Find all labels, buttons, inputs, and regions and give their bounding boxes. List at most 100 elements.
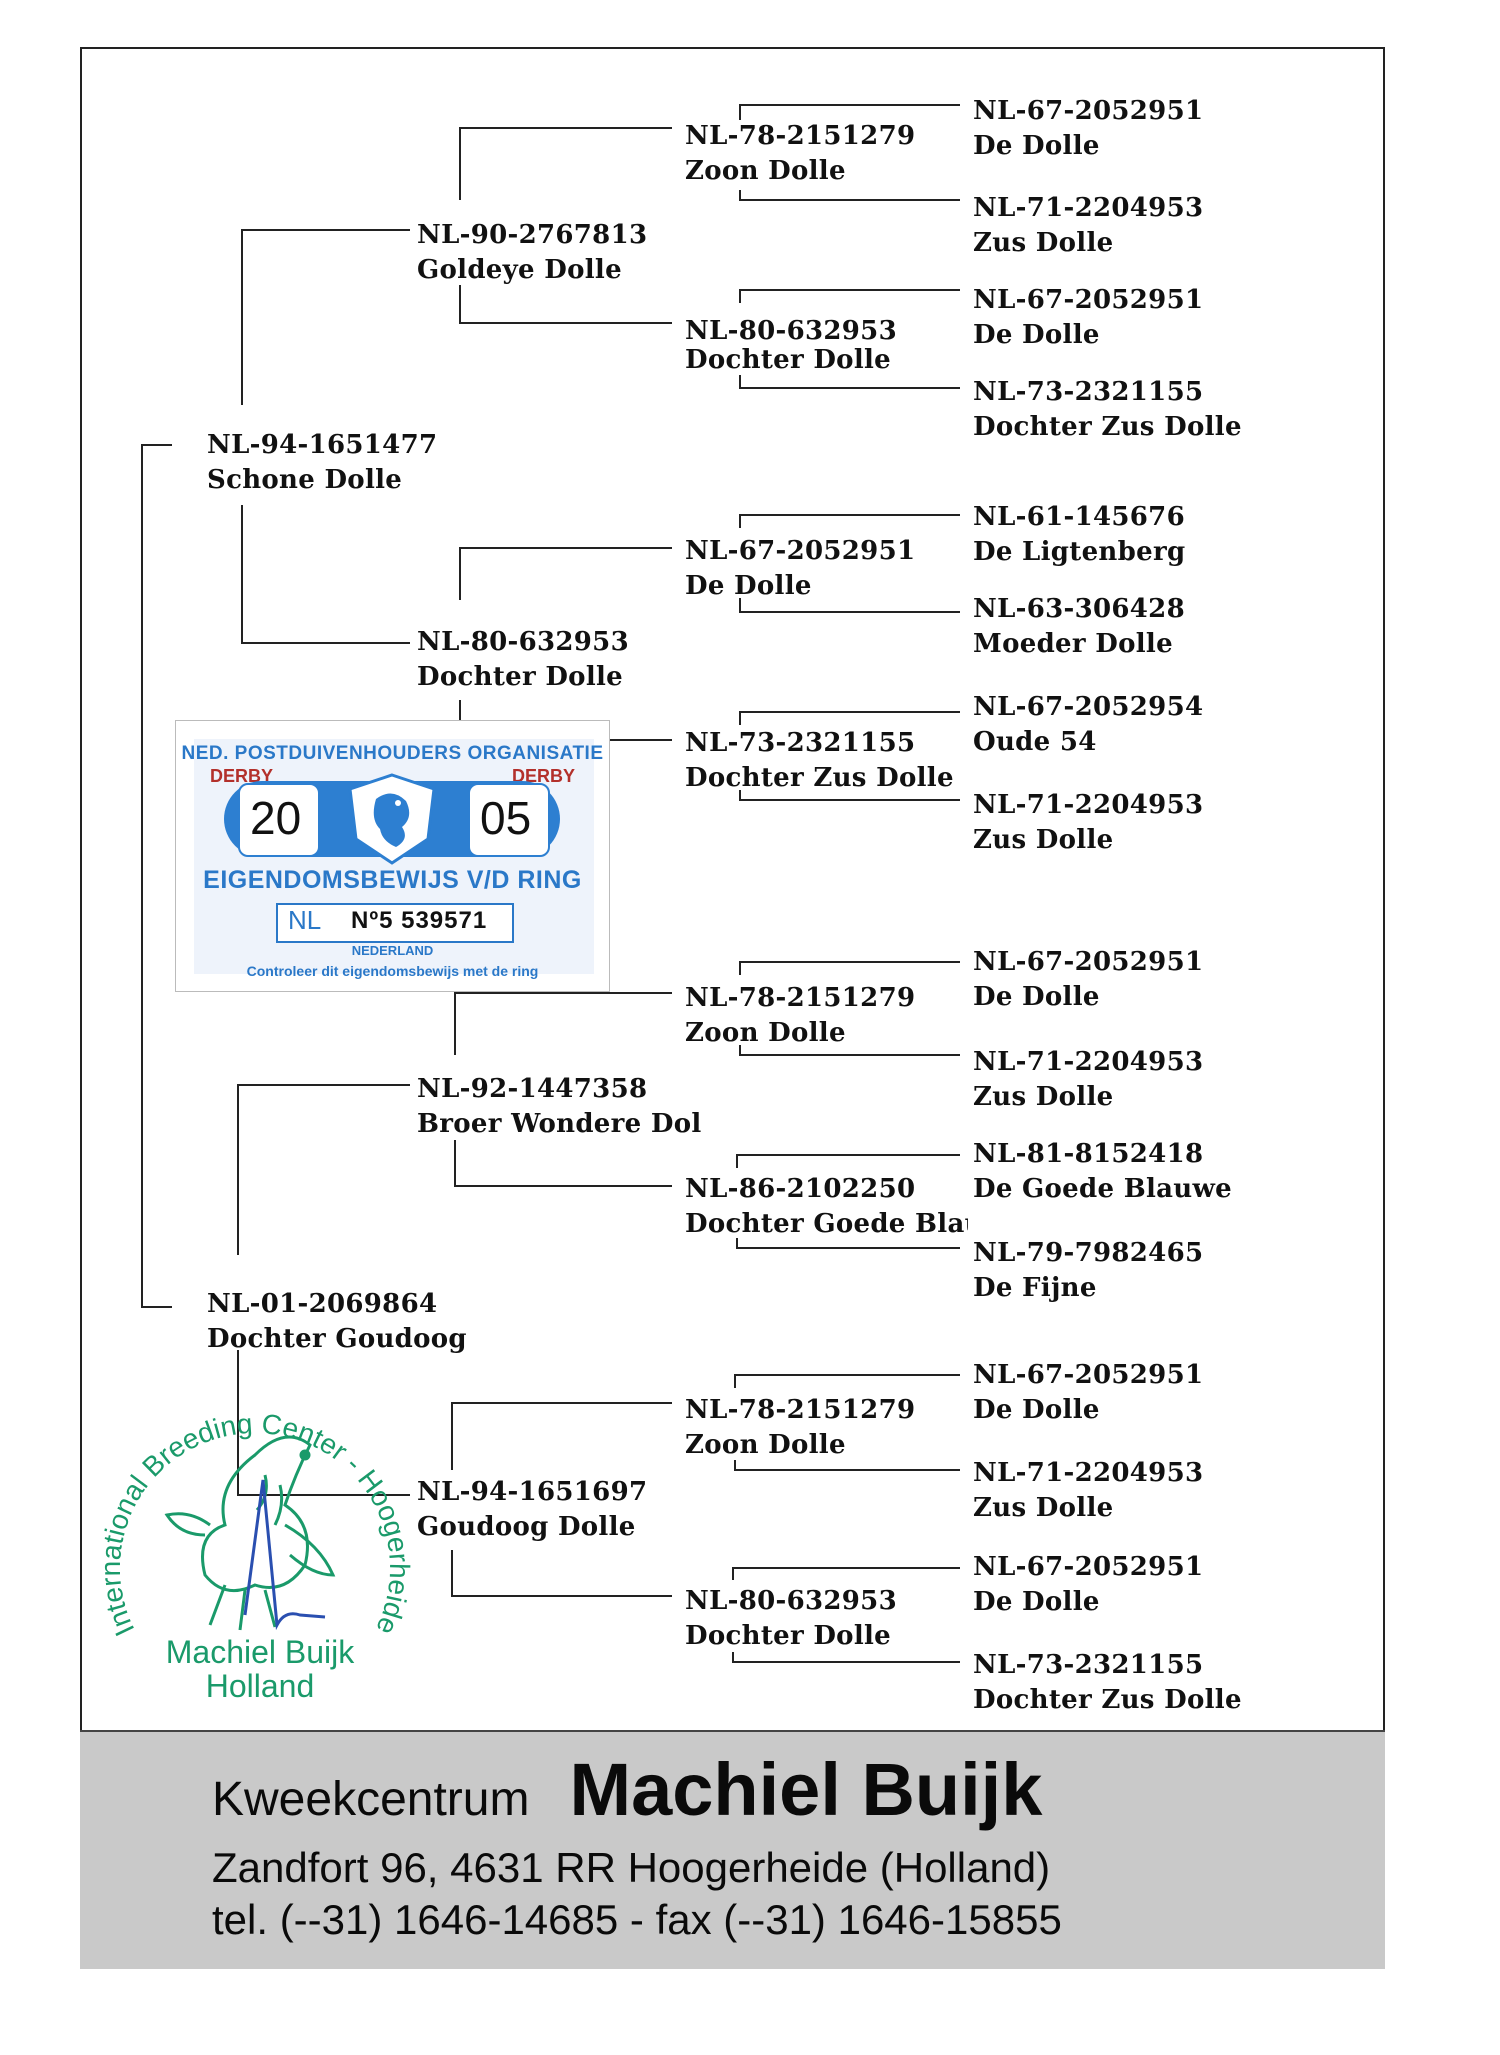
ring-number-box [276,903,514,943]
pigeon-name: Dochter Zus Dolle [685,763,954,793]
ring-number: NL-79-7982465 [973,1238,1204,1268]
pedigree-dam: NL-01-2069864 Dochter Goudoog [207,1287,467,1357]
ring-number: NL-67-2052954 [973,692,1204,722]
pedigree-gen4-node: NL-61-145676 De Ligtenberg [973,500,1185,570]
pigeon-name: De Dolle [973,320,1100,350]
ring-number: NL-67-2052951 [973,947,1204,977]
pigeon-name: Dochter Goede Blau [685,1209,968,1239]
pedigree-gen3-node: NL-86-2102250 Dochter Goede Blau [685,1172,968,1242]
footer-address: Zandfort 96, 4631 RR Hoogerheide (Hollan… [212,1844,1051,1891]
pedigree-gen4-node: NL-67-2052951 De Dolle [973,1358,1203,1428]
pedigree-gen3-node: NL-78-2151279 Zoon Dolle [685,981,915,1051]
pedigree-gen2-node: NL-80-632953 Dochter Dolle [417,625,629,695]
pedigree-gen4-node: NL-71-2204953 Zus Dolle [973,1045,1203,1115]
ring-number: NL-78-2151279 [685,983,916,1013]
ring-number: NL-78-2151279 [685,1395,916,1425]
ring-number: NL-80-632953 [417,627,629,657]
ring-number: NL-92-1447358 [417,1074,648,1104]
pedigree-gen4-node: NL-67-2052951 De Dolle [973,283,1203,353]
pigeon-name: Broer Wondere Dolle [417,1109,702,1139]
pedigree-gen4-node: NL-73-2321155 Dochter Zus Dolle [973,1648,1242,1718]
pigeon-name: Zoon Dolle [685,1430,846,1460]
ring-number: NL-67-2052951 [973,1360,1204,1390]
pedigree-gen4-node: NL-71-2204953 Zus Dolle [973,191,1203,261]
pigeon-name: Dochter Zus Dolle [973,412,1242,442]
pigeon-name: De Ligtenberg [973,537,1186,567]
certificate-country: NEDERLAND [351,943,434,958]
pigeon-name: Dochter Dolle [685,1621,892,1651]
ring-number: NL-71-2204953 [973,790,1204,820]
ring-number: NL-90-2767813 [417,220,648,250]
pigeon-name: De Fijne [973,1273,1097,1303]
certificate-instruction: Controleer dit eigendomsbewijs met de ri… [246,963,539,979]
certificate-organisation: NED. POSTDUIVENHOUDERS ORGANISATIE [181,743,604,764]
stamp-arc-text: International Breeding Center - Hoogerhe… [85,1385,415,1641]
pigeon-name: Oude 54 [973,727,1097,757]
pigeon-name: De Dolle [685,571,812,601]
lion-crest-icon [348,773,436,865]
pedigree-gen2-node: NL-94-1651697 Goudoog Dolle [417,1475,647,1545]
pedigree-gen3-node: NL-78-2151279 Zoon Dolle [685,119,915,189]
pigeon-name: Zus Dolle [973,228,1114,258]
eagle-icon [164,1435,336,1631]
pedigree-gen2-node: NL-92-1447358 Broer Wondere Dolle [417,1072,702,1142]
pigeon-name: Zus Dolle [973,1082,1114,1112]
footer-contact: tel. (--31) 1646-14685 - fax (--31) 1646… [212,1896,1062,1943]
ring-number: NL-63-306428 [973,594,1185,624]
pedigree-gen4-node: NL-71-2204953 Zus Dolle [973,788,1203,858]
signature-icon [243,1479,326,1631]
ring-number: NL-01-2069864 [207,1289,438,1319]
footer-prefix: Kweekcentrum [212,1773,530,1826]
pigeon-name: De Dolle [973,1587,1100,1617]
pigeon-name: Zus Dolle [973,1493,1114,1523]
pigeon-name: De Goede Blauwe [973,1174,1233,1204]
pigeon-name: Dochter Goudoog [207,1324,467,1354]
certificate-country-code: NL [288,905,322,935]
pedigree-gen4-node: NL-79-7982465 De Fijne [973,1236,1203,1306]
pigeon-name: Zoon Dolle [685,1018,846,1048]
pedigree-gen3-node: NL-80-632953 Dochter Dolle [685,317,897,375]
certificate-year-right: 05 [480,792,532,844]
ring-number: NL-71-2204953 [973,1458,1204,1488]
ring-number: NL-80-632953 [685,1586,897,1616]
pigeon-name: De Dolle [973,982,1100,1012]
certificate-title: EIGENDOMSBEWIJS V/D RING [203,866,582,894]
ring-number: NL-86-2102250 [685,1174,916,1204]
pigeon-name: Zoon Dolle [685,156,846,186]
stamp-place: Holland [206,1668,315,1704]
ring-number: NL-94-1651477 [207,430,438,460]
pedigree-gen3-node: NL-67-2052951 De Dolle [685,534,915,604]
ownership-certificate: NED. POSTDUIVENHOUDERS ORGANISATIE DERBY… [175,720,610,992]
ring-number: NL-94-1651697 [417,1477,648,1507]
pedigree-gen4-node: NL-71-2204953 Zus Dolle [973,1456,1203,1526]
pedigree-gen4-node: NL-67-2052951 De Dolle [973,94,1203,164]
pedigree-gen4-node: NL-67-2052951 De Dolle [973,945,1203,1015]
pedigree-gen4-node: NL-63-306428 Moeder Dolle [973,592,1185,662]
ring-number: NL-67-2052951 [973,96,1204,126]
pigeon-name: Schone Dolle [207,465,403,495]
pigeon-name: Goldeye Dolle [417,255,622,285]
breeding-center-stamp: International Breeding Center - Hoogerhe… [85,1385,415,1704]
pigeon-name: De Dolle [973,131,1100,161]
pedigree-gen4-node: NL-81-8152418 De Goede Blauwe [973,1137,1232,1207]
pigeon-name: Dochter Zus Dolle [973,1685,1242,1715]
stamp-name: Machiel Buijk [166,1634,356,1670]
certificate-year-left: 20 [250,792,302,844]
pedigree-gen3-node: NL-80-632953 Dochter Dolle [685,1584,897,1654]
pigeon-name: Moeder Dolle [973,629,1173,659]
pedigree-gen4-node: NL-73-2321155 Dochter Zus Dolle [973,375,1242,445]
pedigree-gen3-node: NL-73-2321155 Dochter Zus Dolle [685,726,954,796]
ring-number: NL-80-632953 [685,316,897,346]
pedigree-gen4-node: NL-67-2052954 Oude 54 [973,690,1203,760]
ring-number: NL-73-2321155 [973,377,1204,407]
pigeon-name: Dochter Dolle [685,345,892,375]
ring-number: NL-78-2151279 [685,121,916,151]
ring-number: NL-81-8152418 [973,1139,1204,1169]
ring-number: NL-67-2052951 [973,1552,1204,1582]
certificate-ring-number: Nº5 539571 [351,907,488,934]
pedigree-gen4-node: NL-67-2052951 De Dolle [973,1550,1203,1620]
